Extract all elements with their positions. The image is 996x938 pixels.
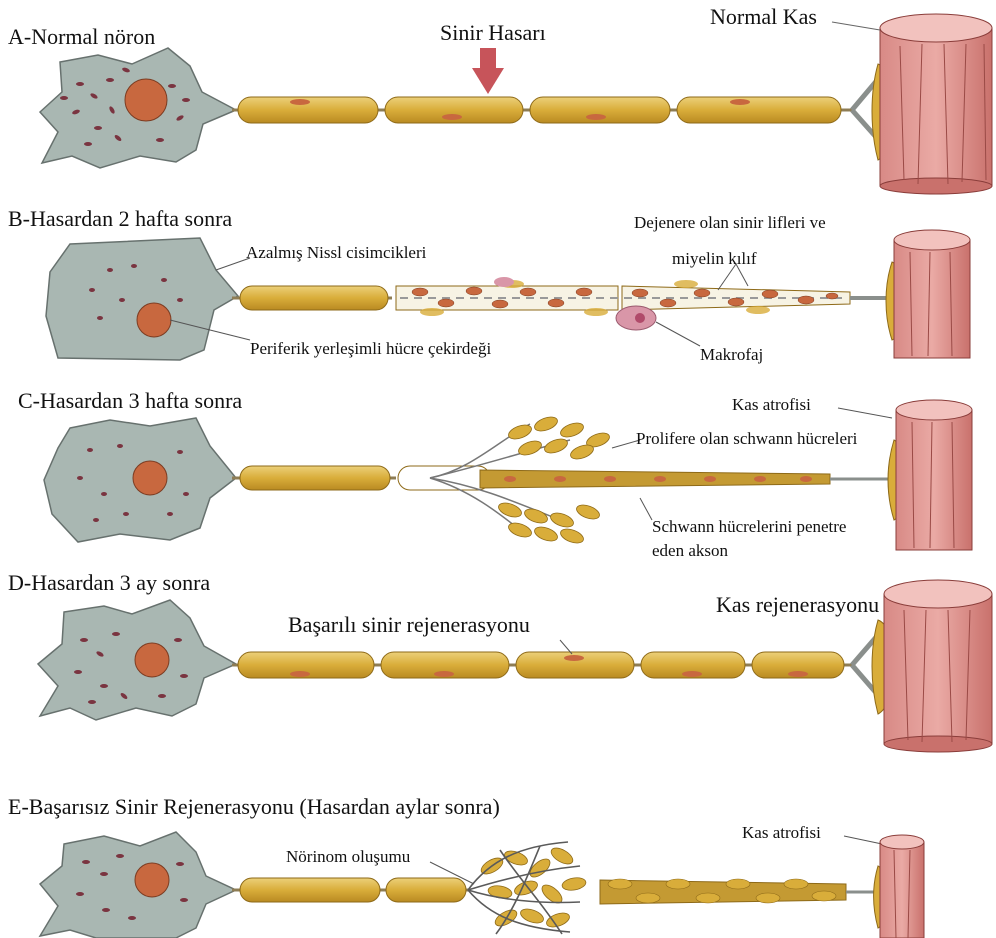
degeneration-label-line-1: Dejenere olan sinir lifleri ve [634, 213, 826, 232]
muscle-fiber [884, 580, 992, 752]
injury-label: Sinir Hasarı [440, 20, 546, 45]
neuron-cell-body [40, 832, 236, 938]
schwann-cluster-top [507, 414, 612, 461]
neuron-cell-body [46, 238, 238, 360]
atrophy-label: Kas atrofisi [742, 823, 821, 842]
neuroma [468, 842, 587, 934]
muscle-fiber [880, 14, 992, 194]
panel-e: E-Başarısız Sinir Rejenerasyonu (Hasarda… [8, 794, 924, 938]
axon-segment [240, 878, 380, 902]
panel-e-title: E-Başarısız Sinir Rejenerasyonu (Hasarda… [8, 794, 500, 819]
penetrating-axon-label-line-1: Schwann hücrelerini penetre [652, 517, 846, 536]
atrophy-label: Kas atrofisi [732, 395, 811, 414]
neuron-cell-body [40, 48, 236, 168]
panel-a: A-Normal nöron Sini [8, 4, 992, 194]
axon-segments [232, 97, 852, 123]
nissl-label: Azalmış Nissl cisimcikleri [246, 243, 427, 262]
nucleus-label: Periferik yerleşimli hücre çekirdeği [250, 339, 491, 358]
panel-b: B-Hasardan 2 hafta sonra [8, 206, 970, 364]
panel-a-title: A-Normal nöron [8, 24, 155, 49]
empty-myelin-tube [398, 466, 490, 490]
injury-arrow-icon [472, 48, 504, 94]
distal-schwann-band [600, 879, 884, 904]
neuron-cell-body [44, 418, 236, 542]
panel-d: D-Hasardan 3 ay sonra Başarılı sinir rej… [8, 570, 992, 752]
axon-segments [232, 652, 852, 678]
panel-d-title: D-Hasardan 3 ay sonra [8, 570, 210, 595]
axon-segment [386, 878, 466, 902]
panel-c: C-Hasardan 3 hafta sonra [18, 388, 972, 560]
axon-segment [240, 466, 390, 490]
schwann-band [480, 470, 900, 488]
panel-b-title: B-Hasardan 2 hafta sonra [8, 206, 232, 231]
proliferating-schwann-label: Prolifere olan schwann hücreleri [636, 429, 858, 448]
degeneration-label-line-2: miyelin kılıf [672, 249, 757, 268]
panel-c-title: C-Hasardan 3 hafta sonra [18, 388, 242, 413]
schwann-cluster-bottom [497, 500, 602, 545]
neuron-cell-body [38, 600, 236, 720]
muscle-regeneration-label: Kas rejenerasyonu [716, 592, 879, 617]
axon-segment [240, 286, 388, 310]
neuroma-label: Nörinom oluşumu [286, 847, 411, 866]
regeneration-label: Başarılı sinir rejenerasyonu [288, 612, 530, 637]
muscle-label: Normal Kas [710, 4, 817, 29]
muscle-fiber [894, 230, 970, 358]
muscle-fiber [896, 400, 972, 550]
macrophage [616, 306, 656, 330]
penetrating-axon-label-line-2: eden akson [652, 541, 729, 560]
macrophage-label: Makrofaj [700, 345, 763, 364]
muscle-fiber [880, 835, 924, 938]
